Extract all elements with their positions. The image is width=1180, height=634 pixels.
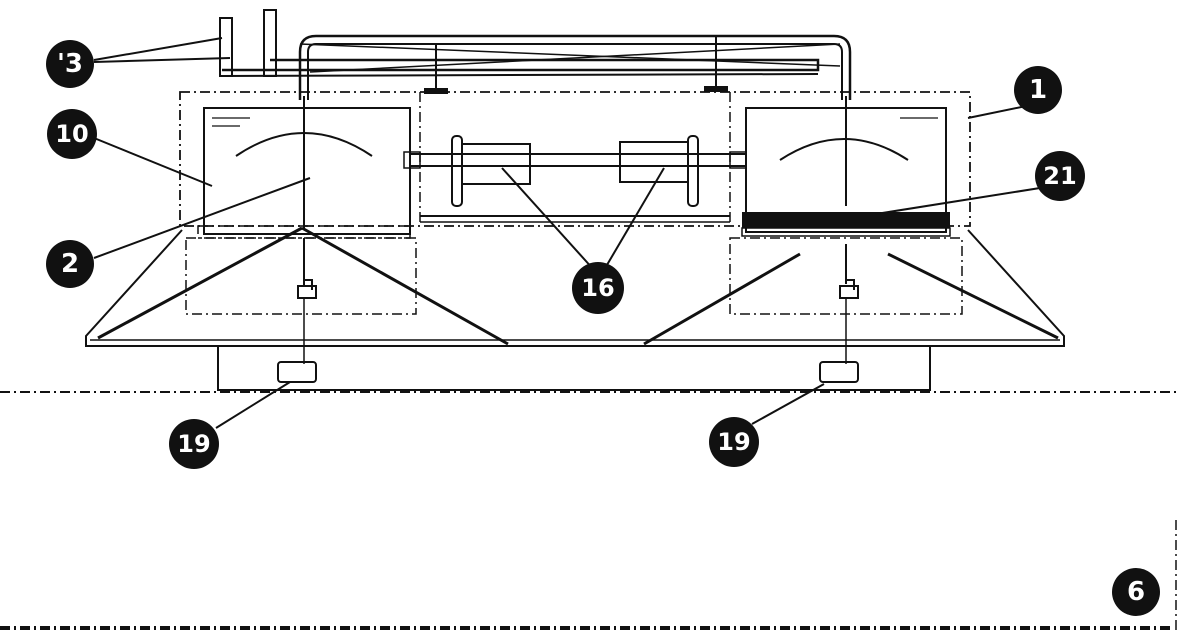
callout-3: '3 [46,40,94,88]
callout-19-left: 19 [169,419,219,469]
callout-6-label: 6 [1127,577,1145,607]
callout-10: 10 [47,109,97,159]
callout-21-label: 21 [1043,162,1076,190]
callout-19-right-label: 19 [717,428,750,456]
callout-19-right: 19 [709,417,759,467]
center-shaft [403,135,747,223]
callout-19-right-circle [709,417,759,467]
callout-1-circle [1014,66,1062,114]
callout-16: 16 [572,262,624,314]
left-panel [185,96,417,383]
right-panel [729,96,963,383]
right-weight [819,361,859,383]
callout-1: 1 [1014,66,1062,114]
left-reel [451,135,531,207]
left-post-b [263,9,277,77]
left-post-a [219,17,233,77]
top-rail-assembly [93,9,852,100]
leader-lines [93,103,1041,429]
left-weight [277,361,317,383]
callout-1-label: 1 [1029,75,1047,105]
callout-21-circle [1035,151,1085,201]
base [85,226,1065,391]
callout-10-circle [47,109,97,159]
callout-3-circle [46,40,94,88]
main-frame [179,91,971,227]
callout-19-left-circle [169,419,219,469]
callout-16-label: 16 [581,274,614,302]
callout-6-circle [1112,568,1160,616]
callout-2: 2 [46,240,94,288]
callout-2-circle [46,240,94,288]
callout-6: 6 [1112,568,1160,616]
callout-10-label: 10 [55,120,88,148]
arched-pipe [298,34,852,100]
callout-16-circle [572,262,624,314]
dark-bar [742,212,950,228]
callout-3-label: '3 [57,49,83,79]
right-reel [619,135,699,207]
callout-19-left-label: 19 [177,430,210,458]
callout-21: 21 [1035,151,1085,201]
callout-2-label: 2 [61,249,79,279]
